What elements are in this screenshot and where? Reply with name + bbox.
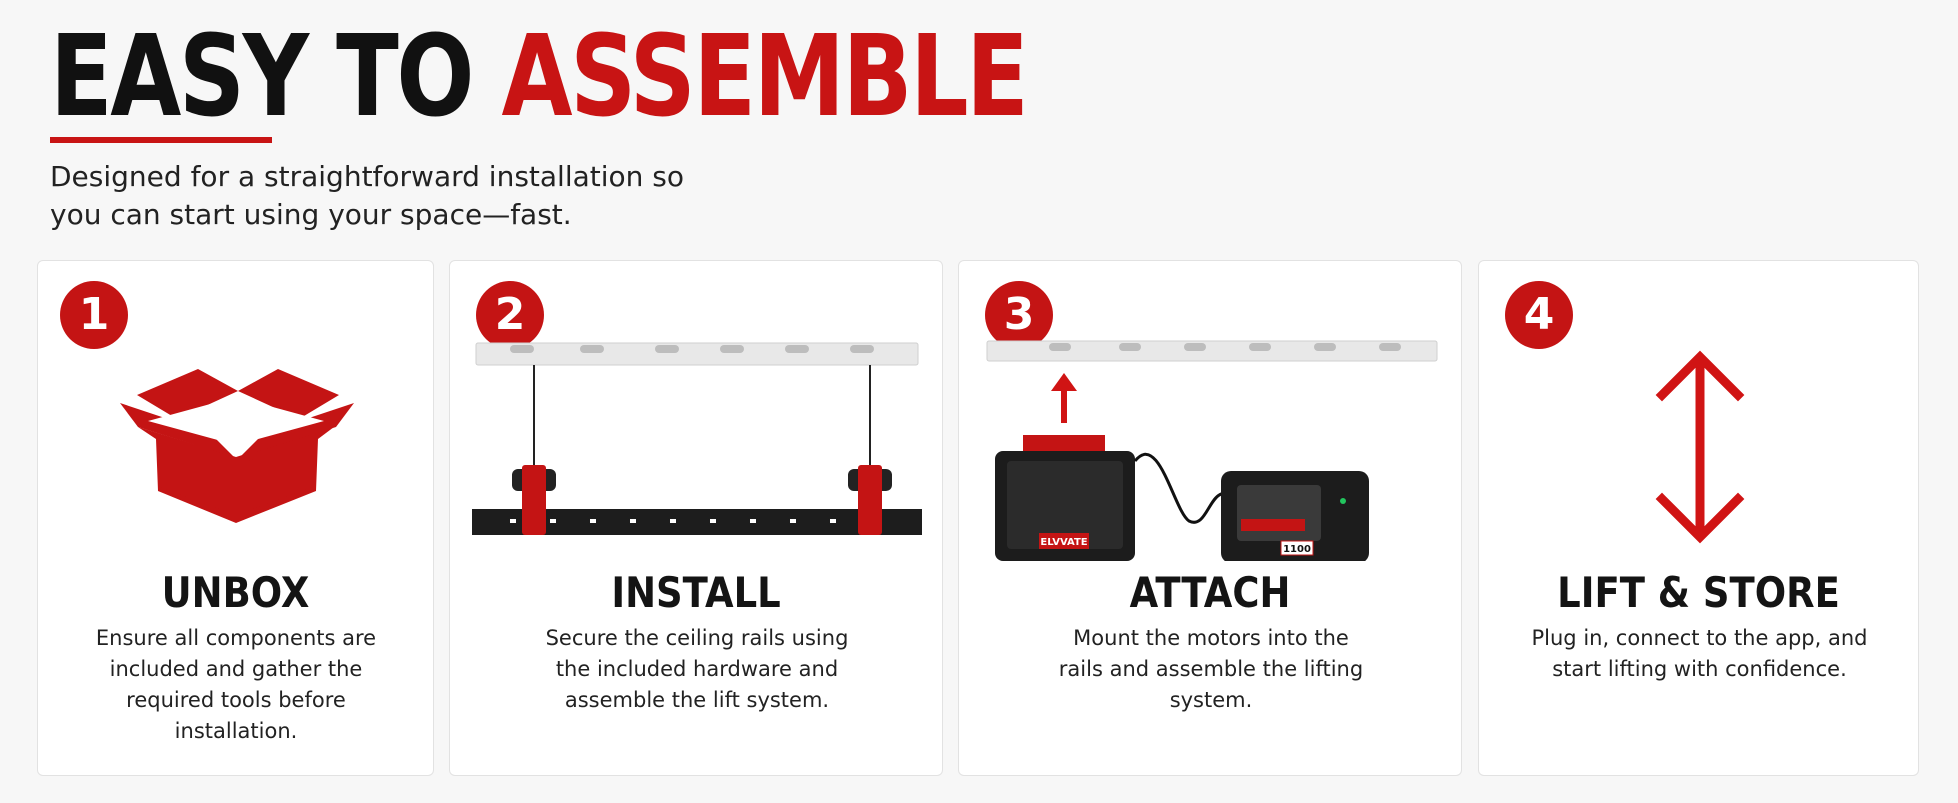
subtitle-line-1: Designed for a straightforward installat… [50,160,685,193]
title-underline [50,137,272,143]
step-title: INSTALL [611,568,781,617]
up-down-arrow-icon [1655,350,1745,544]
step-description: Plug in, connect to the app, and start l… [1531,626,1868,681]
subtitle-line-2: you can start using your space—fast. [50,198,572,231]
box-icon [120,369,354,523]
step-number-badge: 2 [476,281,544,349]
page-subtitle: Designed for a straightforward installat… [50,158,810,234]
motor-brand-label: ELVVATE [1040,537,1087,548]
step-title: UNBOX [161,568,310,617]
title-part-black: EASY TO [50,12,474,142]
title-part-red: ASSEMBLE [501,12,1028,142]
step-card-lift-store: 4 LIFT & STORE Plug in, connect to the a… [1478,260,1919,776]
step-card-install: 2 INSTALL Secure the ceiling rails using… [449,260,943,776]
step-card-attach: 3 ELVVATE 1100 ATTACH Mount the motors i… [958,260,1462,776]
step-title: LIFT & STORE [1557,568,1840,617]
step-description: Mount the motors into the rails and asse… [1058,626,1364,712]
step-number-badge: 3 [985,281,1053,349]
controller-model-label: 1100 [1283,544,1311,555]
step-description: Ensure all components are included and g… [95,626,377,743]
step-card-unbox: 1 UNBOX Ensure all components are includ… [37,260,434,776]
step-number-badge: 4 [1505,281,1573,349]
page-title: EASY TO ASSEMBLE [50,18,1029,136]
ceiling-rail-install-illustration [472,342,922,535]
motor-attach-illustration: ELVVATE 1100 [986,340,1438,561]
step-number-badge: 1 [60,281,128,349]
step-description: Secure the ceiling rails using the inclu… [545,626,849,712]
step-title: ATTACH [1129,568,1291,617]
